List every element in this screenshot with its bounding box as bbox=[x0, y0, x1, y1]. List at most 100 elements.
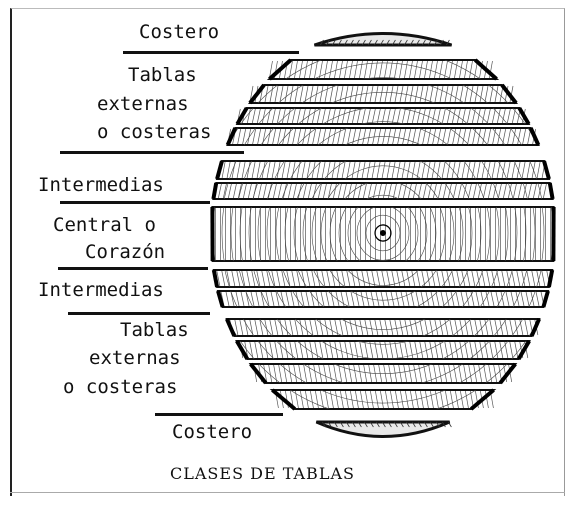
grain-line bbox=[371, 270, 376, 287]
slab-grain bbox=[364, 421, 368, 428]
grain-line bbox=[321, 270, 326, 287]
grain-line bbox=[279, 319, 284, 336]
grain-line bbox=[409, 319, 414, 336]
grain-line bbox=[522, 128, 526, 145]
growth-ring bbox=[356, 207, 410, 261]
board-intermedia-bottom-1 bbox=[211, 269, 555, 288]
grain-line bbox=[357, 128, 361, 145]
grain-line bbox=[354, 341, 359, 359]
slab-grain bbox=[320, 39, 324, 46]
grain-line bbox=[218, 183, 222, 199]
grain-line bbox=[323, 364, 328, 383]
slab-grain bbox=[422, 39, 426, 46]
grain-line bbox=[303, 364, 308, 383]
grain-line bbox=[258, 183, 262, 199]
grain-line bbox=[469, 341, 474, 359]
grain-line bbox=[439, 319, 444, 336]
grain-line bbox=[231, 270, 236, 287]
grain-line bbox=[366, 161, 371, 179]
grain-line bbox=[248, 183, 252, 199]
grain-line bbox=[404, 319, 409, 336]
grain-line bbox=[400, 390, 404, 409]
grain-line bbox=[376, 270, 381, 287]
grain-line bbox=[476, 270, 481, 287]
grain-line bbox=[500, 291, 505, 307]
slab-grain bbox=[448, 421, 452, 428]
slab-grain bbox=[338, 39, 342, 46]
grain-line bbox=[395, 291, 400, 307]
grain-line bbox=[365, 390, 369, 409]
grain-line bbox=[436, 161, 441, 179]
grain-line bbox=[392, 128, 396, 145]
pith-dot bbox=[380, 230, 386, 236]
board-externa-top-3 bbox=[235, 106, 531, 126]
grain-line bbox=[251, 270, 256, 287]
grain-line bbox=[349, 85, 354, 103]
grain-line bbox=[487, 128, 491, 145]
grain-line bbox=[445, 390, 449, 409]
grain-line bbox=[370, 291, 375, 307]
slab-grain bbox=[428, 39, 432, 46]
grain-line bbox=[526, 270, 531, 287]
grain-line bbox=[396, 108, 401, 124]
grain-line bbox=[454, 319, 459, 336]
grain-line bbox=[344, 85, 349, 103]
grain-line bbox=[216, 270, 221, 287]
growth-rings bbox=[272, 390, 494, 409]
grain-line bbox=[459, 319, 464, 336]
grain-line bbox=[348, 364, 353, 383]
grain-line bbox=[309, 85, 314, 103]
grain-line bbox=[386, 270, 391, 287]
grain-line bbox=[393, 183, 397, 199]
grain-line bbox=[364, 319, 369, 336]
slab-grain bbox=[392, 39, 396, 46]
grain-line bbox=[252, 128, 256, 145]
grain-line bbox=[316, 161, 321, 179]
grain-line bbox=[286, 108, 291, 124]
grain-line bbox=[298, 364, 303, 383]
grain-line bbox=[347, 128, 351, 145]
grain-line bbox=[320, 291, 325, 307]
grain-line bbox=[274, 319, 279, 336]
grain-line bbox=[440, 291, 445, 307]
growth-ring bbox=[329, 207, 437, 261]
grain-line bbox=[301, 161, 306, 179]
growth-ring bbox=[239, 207, 527, 261]
grain-line bbox=[329, 319, 334, 336]
grain-line bbox=[483, 183, 487, 199]
growth-ring bbox=[320, 207, 446, 261]
grain-line bbox=[419, 60, 423, 79]
grain-line bbox=[455, 390, 459, 409]
growth-rings bbox=[250, 85, 516, 103]
grain-line bbox=[365, 291, 370, 307]
board-externa-top-1 bbox=[266, 58, 500, 81]
grain-line bbox=[374, 60, 378, 79]
grain-line bbox=[488, 183, 492, 199]
grain-line bbox=[290, 291, 295, 307]
grain-line bbox=[267, 128, 271, 145]
grain-line bbox=[299, 341, 304, 359]
grain-line bbox=[426, 270, 431, 287]
growth-ring bbox=[250, 92, 516, 103]
grain-line bbox=[236, 161, 241, 179]
grain-line bbox=[317, 128, 321, 145]
grain-line bbox=[435, 291, 440, 307]
grain-line bbox=[440, 390, 444, 409]
slab-outline bbox=[315, 420, 451, 438]
grain-line bbox=[293, 364, 298, 383]
grain-line bbox=[275, 291, 280, 307]
slab-grain bbox=[446, 39, 450, 46]
grain-line bbox=[391, 161, 396, 179]
grain-line bbox=[394, 60, 398, 79]
grain-line bbox=[367, 128, 371, 145]
grain-line bbox=[434, 341, 439, 359]
grain-line bbox=[458, 364, 463, 383]
grain-line bbox=[315, 291, 320, 307]
grain-line bbox=[374, 341, 379, 359]
grain-line bbox=[465, 291, 470, 307]
grain-line bbox=[284, 341, 289, 359]
bark-edge-left bbox=[225, 127, 238, 146]
grain-line bbox=[263, 364, 268, 383]
grain-line bbox=[432, 128, 436, 145]
grain-line bbox=[331, 108, 336, 124]
